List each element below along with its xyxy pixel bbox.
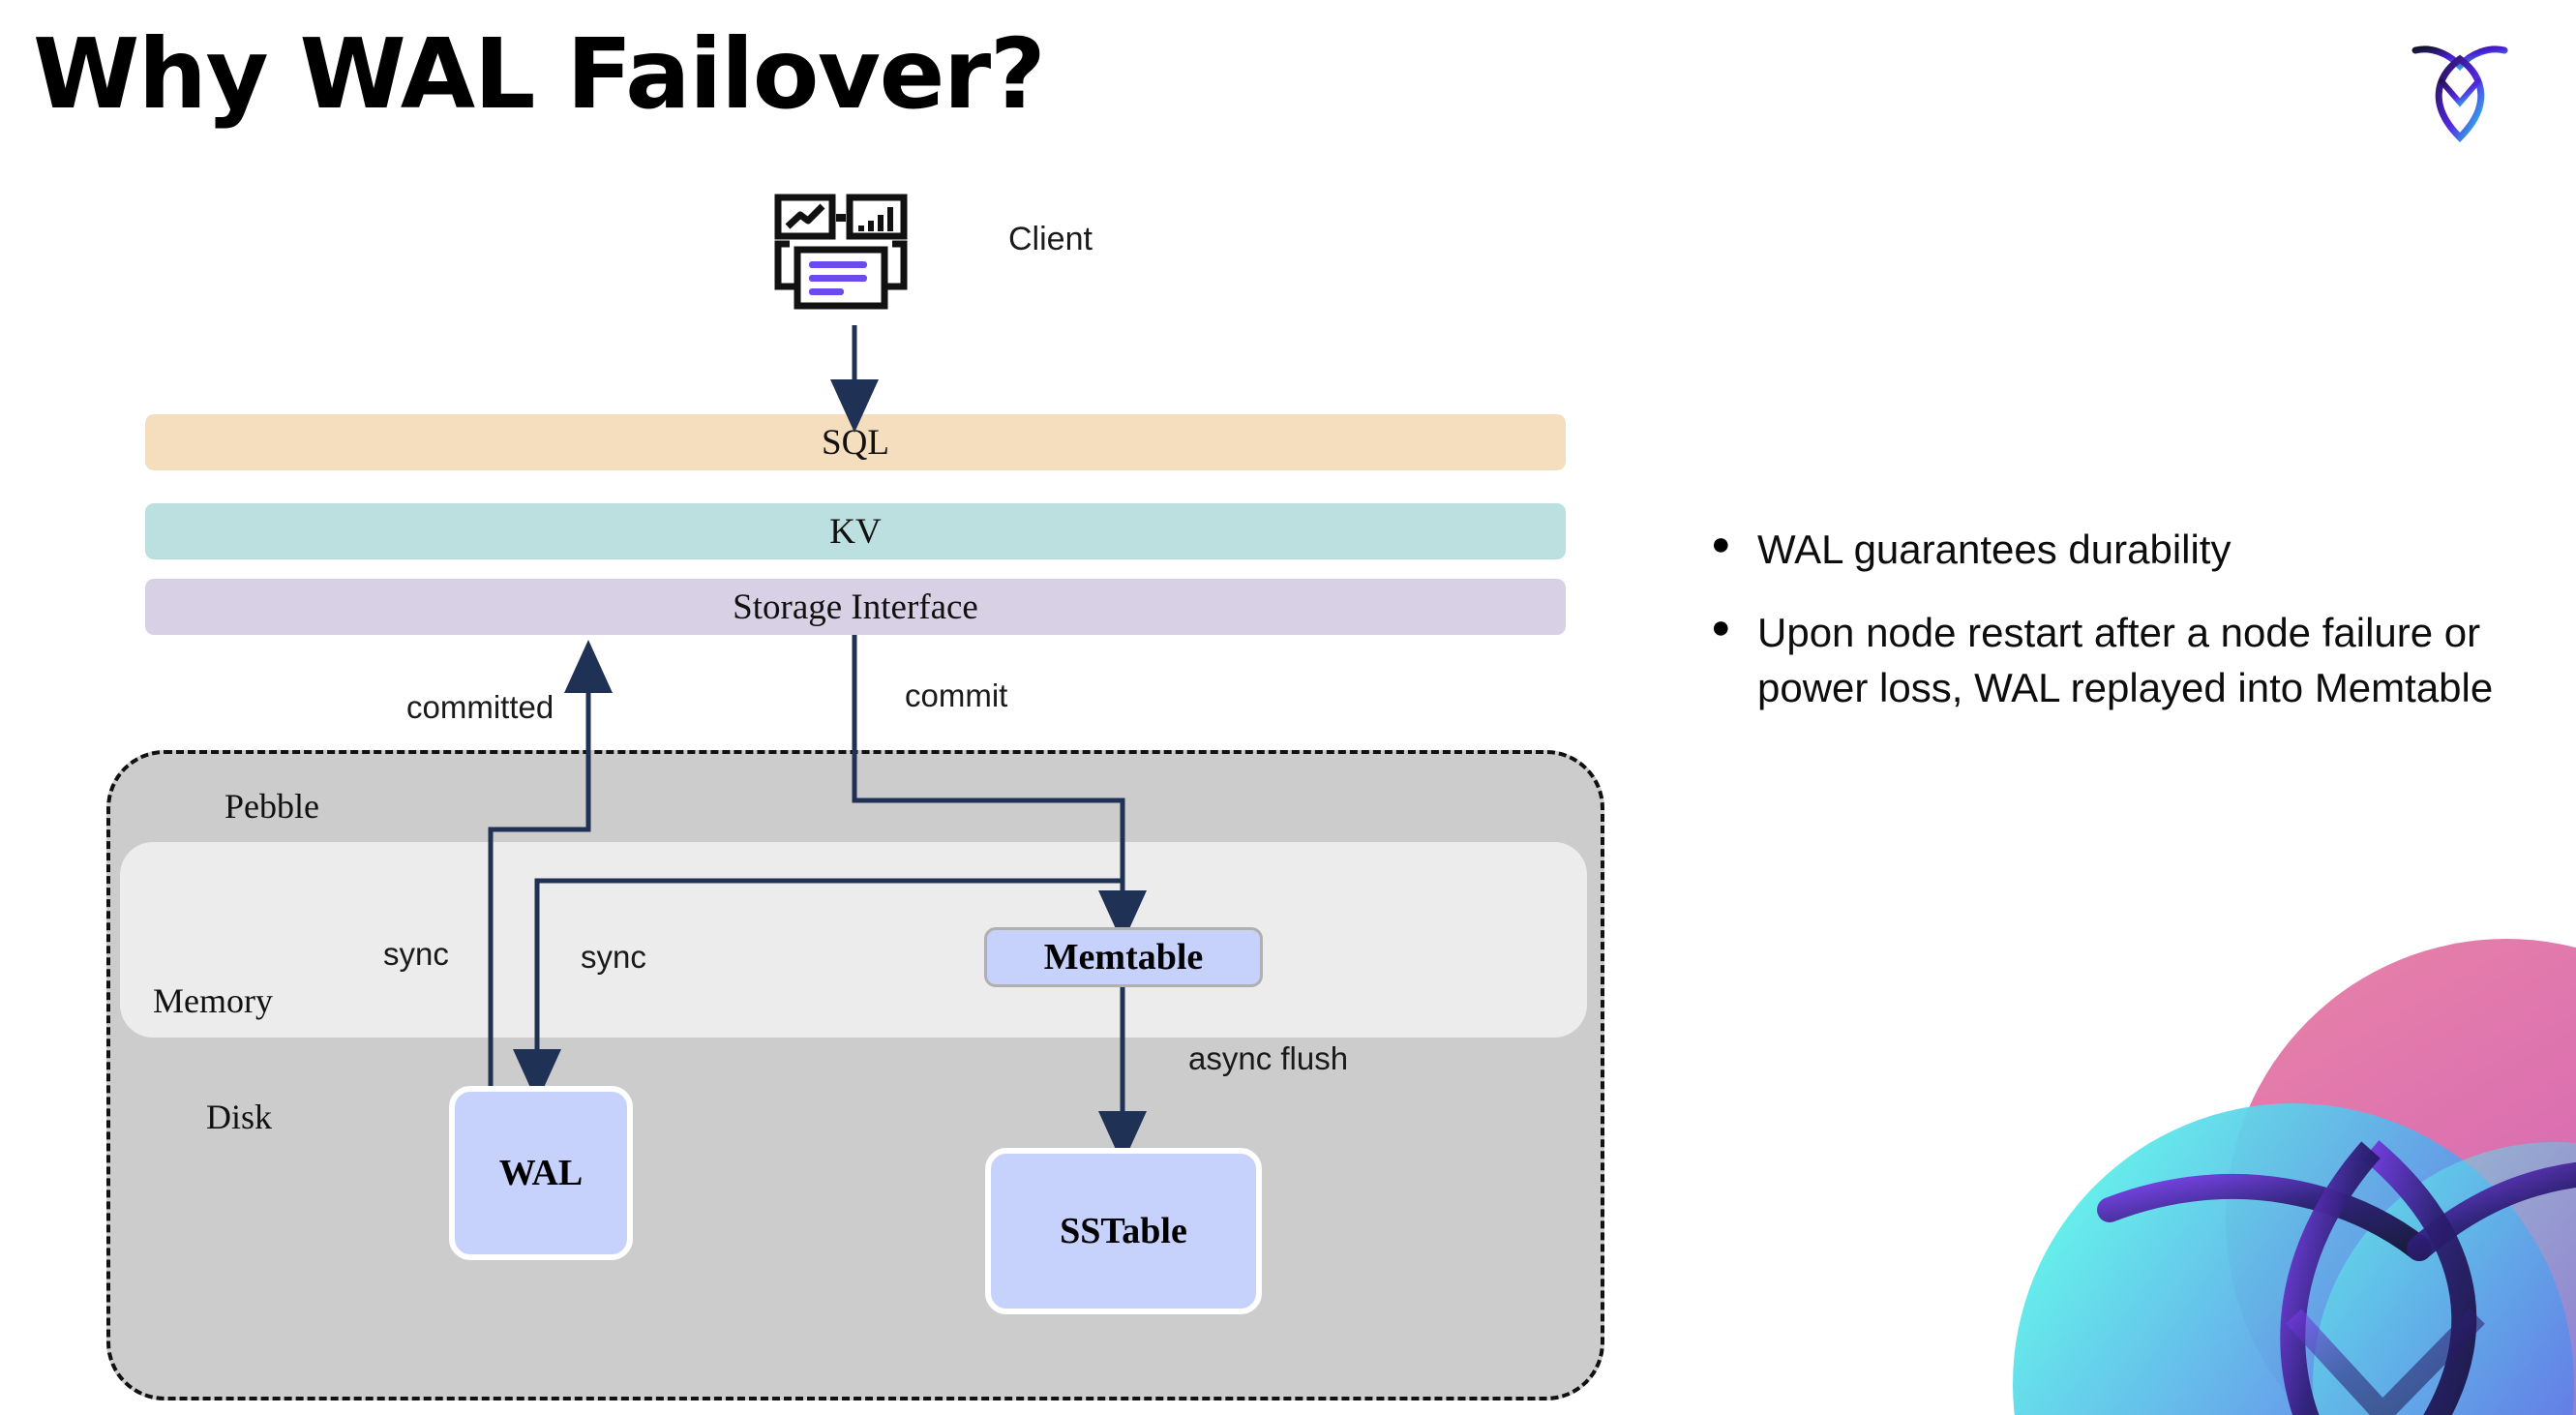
node-memtable-label: Memtable bbox=[1043, 937, 1204, 978]
list-item: ● WAL guarantees durability bbox=[1703, 523, 2506, 577]
node-memtable: Memtable bbox=[984, 927, 1263, 987]
layer-bar-storage-interface: Storage Interface bbox=[145, 579, 1566, 635]
node-wal: WAL bbox=[449, 1086, 633, 1260]
layer-bar-storage-interface-label: Storage Interface bbox=[733, 587, 978, 627]
bullet-marker-icon: ● bbox=[1711, 526, 1731, 562]
node-sstable-label: SSTable bbox=[1060, 1211, 1187, 1251]
edge-label-sync-down: sync bbox=[581, 939, 646, 975]
wal-architecture-diagram: Client SQL KV Storage Interface Pebble M… bbox=[106, 194, 1604, 1400]
layer-bar-sql-label: SQL bbox=[822, 422, 889, 463]
edge-label-commit: commit bbox=[905, 677, 1008, 713]
pebble-label: Pebble bbox=[225, 787, 319, 826]
edge-label-async-flush: async flush bbox=[1188, 1040, 1349, 1076]
bullet-list: ● WAL guarantees durability ● Upon node … bbox=[1703, 523, 2506, 744]
page-title: Why WAL Failover? bbox=[33, 17, 1046, 131]
edge-label-committed: committed bbox=[406, 689, 554, 725]
disk-label: Disk bbox=[206, 1098, 273, 1136]
client-label: Client bbox=[1008, 221, 1093, 257]
bullet-text: Upon node restart after a node failure o… bbox=[1757, 610, 2494, 710]
cockroachdb-watermark-icon bbox=[1964, 929, 2576, 1415]
layer-bar-kv: KV bbox=[145, 503, 1566, 559]
memory-label: Memory bbox=[153, 981, 273, 1020]
bullet-text: WAL guarantees durability bbox=[1757, 527, 2232, 572]
client-dashboard-icon bbox=[774, 194, 929, 324]
node-sstable: SSTable bbox=[985, 1148, 1262, 1314]
bullet-marker-icon: ● bbox=[1711, 609, 1731, 647]
edge-label-sync-up: sync bbox=[383, 936, 449, 972]
node-wal-label: WAL bbox=[498, 1153, 584, 1193]
cockroachdb-logo-icon bbox=[2402, 27, 2518, 143]
memory-zone bbox=[120, 842, 1587, 1038]
layer-bar-kv-label: KV bbox=[829, 511, 882, 552]
list-item: ● Upon node restart after a node failure… bbox=[1703, 606, 2506, 715]
layer-bar-sql: SQL bbox=[145, 414, 1566, 470]
